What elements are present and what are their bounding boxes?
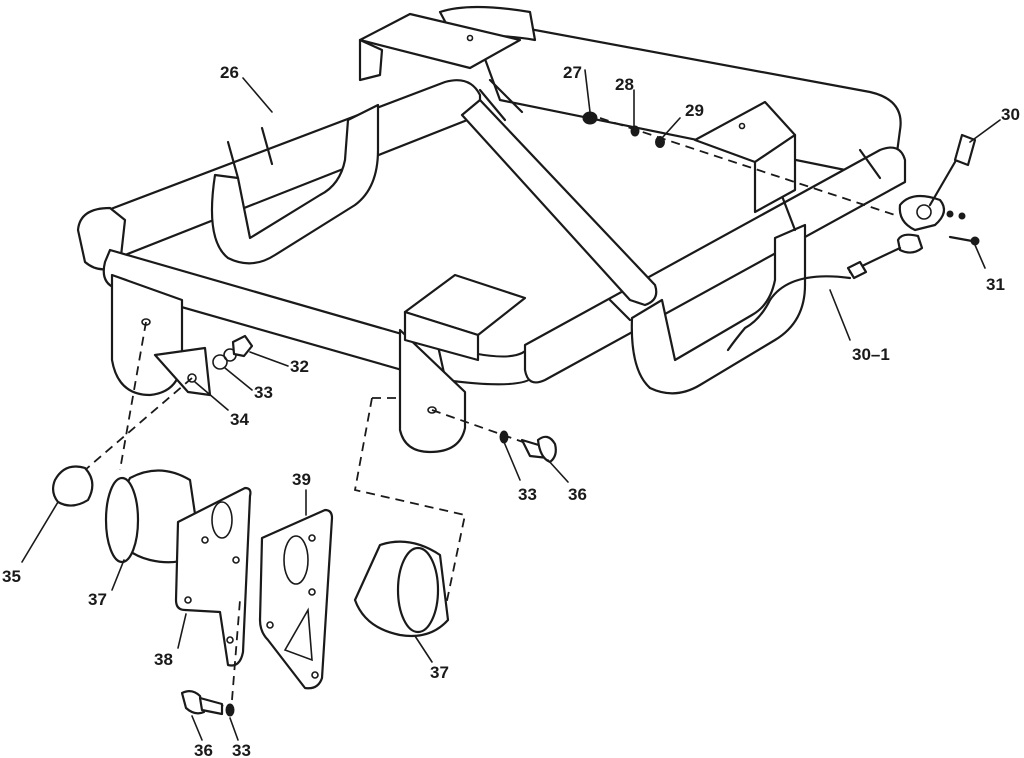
front-bracket xyxy=(403,273,527,362)
callout-37-left: 37 xyxy=(88,590,107,609)
throttle-cable xyxy=(726,246,902,352)
screw-31 xyxy=(948,235,980,246)
bottom-fasteners-36-33 xyxy=(180,599,241,717)
callout-33-bottom: 33 xyxy=(232,741,251,758)
right-bracket xyxy=(693,100,797,214)
callout-31: 31 xyxy=(986,275,1005,294)
callout-33-left: 33 xyxy=(254,383,273,402)
callout-labels: 26 27 28 29 30 31 30–1 32 33 34 35 33 36… xyxy=(2,63,1020,758)
callout-30-1: 30–1 xyxy=(852,345,890,364)
callout-28: 28 xyxy=(615,75,634,94)
callout-39: 39 xyxy=(292,470,311,489)
callout-34: 34 xyxy=(230,410,249,429)
callout-26: 26 xyxy=(220,63,239,82)
plate-38 xyxy=(174,486,252,667)
callout-38: 38 xyxy=(154,650,173,669)
callout-35: 35 xyxy=(2,567,21,586)
fastener-set-27-29 xyxy=(582,111,896,216)
callout-29: 29 xyxy=(685,101,704,120)
throttle-lever xyxy=(896,133,977,254)
leader-lines xyxy=(21,69,1001,741)
callout-27: 27 xyxy=(563,63,582,82)
cylinder-right-37 xyxy=(353,540,450,638)
callout-33-center: 33 xyxy=(518,485,537,504)
center-mount-fasteners xyxy=(353,397,557,611)
tubular-frame xyxy=(76,5,907,395)
rubber-foot-35 xyxy=(51,465,94,507)
callout-36-bottom: 36 xyxy=(194,741,213,758)
callout-30: 30 xyxy=(1001,105,1020,124)
plate-39 xyxy=(258,508,334,690)
callout-36-center: 36 xyxy=(568,485,587,504)
callout-32: 32 xyxy=(290,357,309,376)
center-leg-plate xyxy=(398,328,467,454)
callout-37-right: 37 xyxy=(430,663,449,682)
rear-bracket xyxy=(358,12,522,82)
